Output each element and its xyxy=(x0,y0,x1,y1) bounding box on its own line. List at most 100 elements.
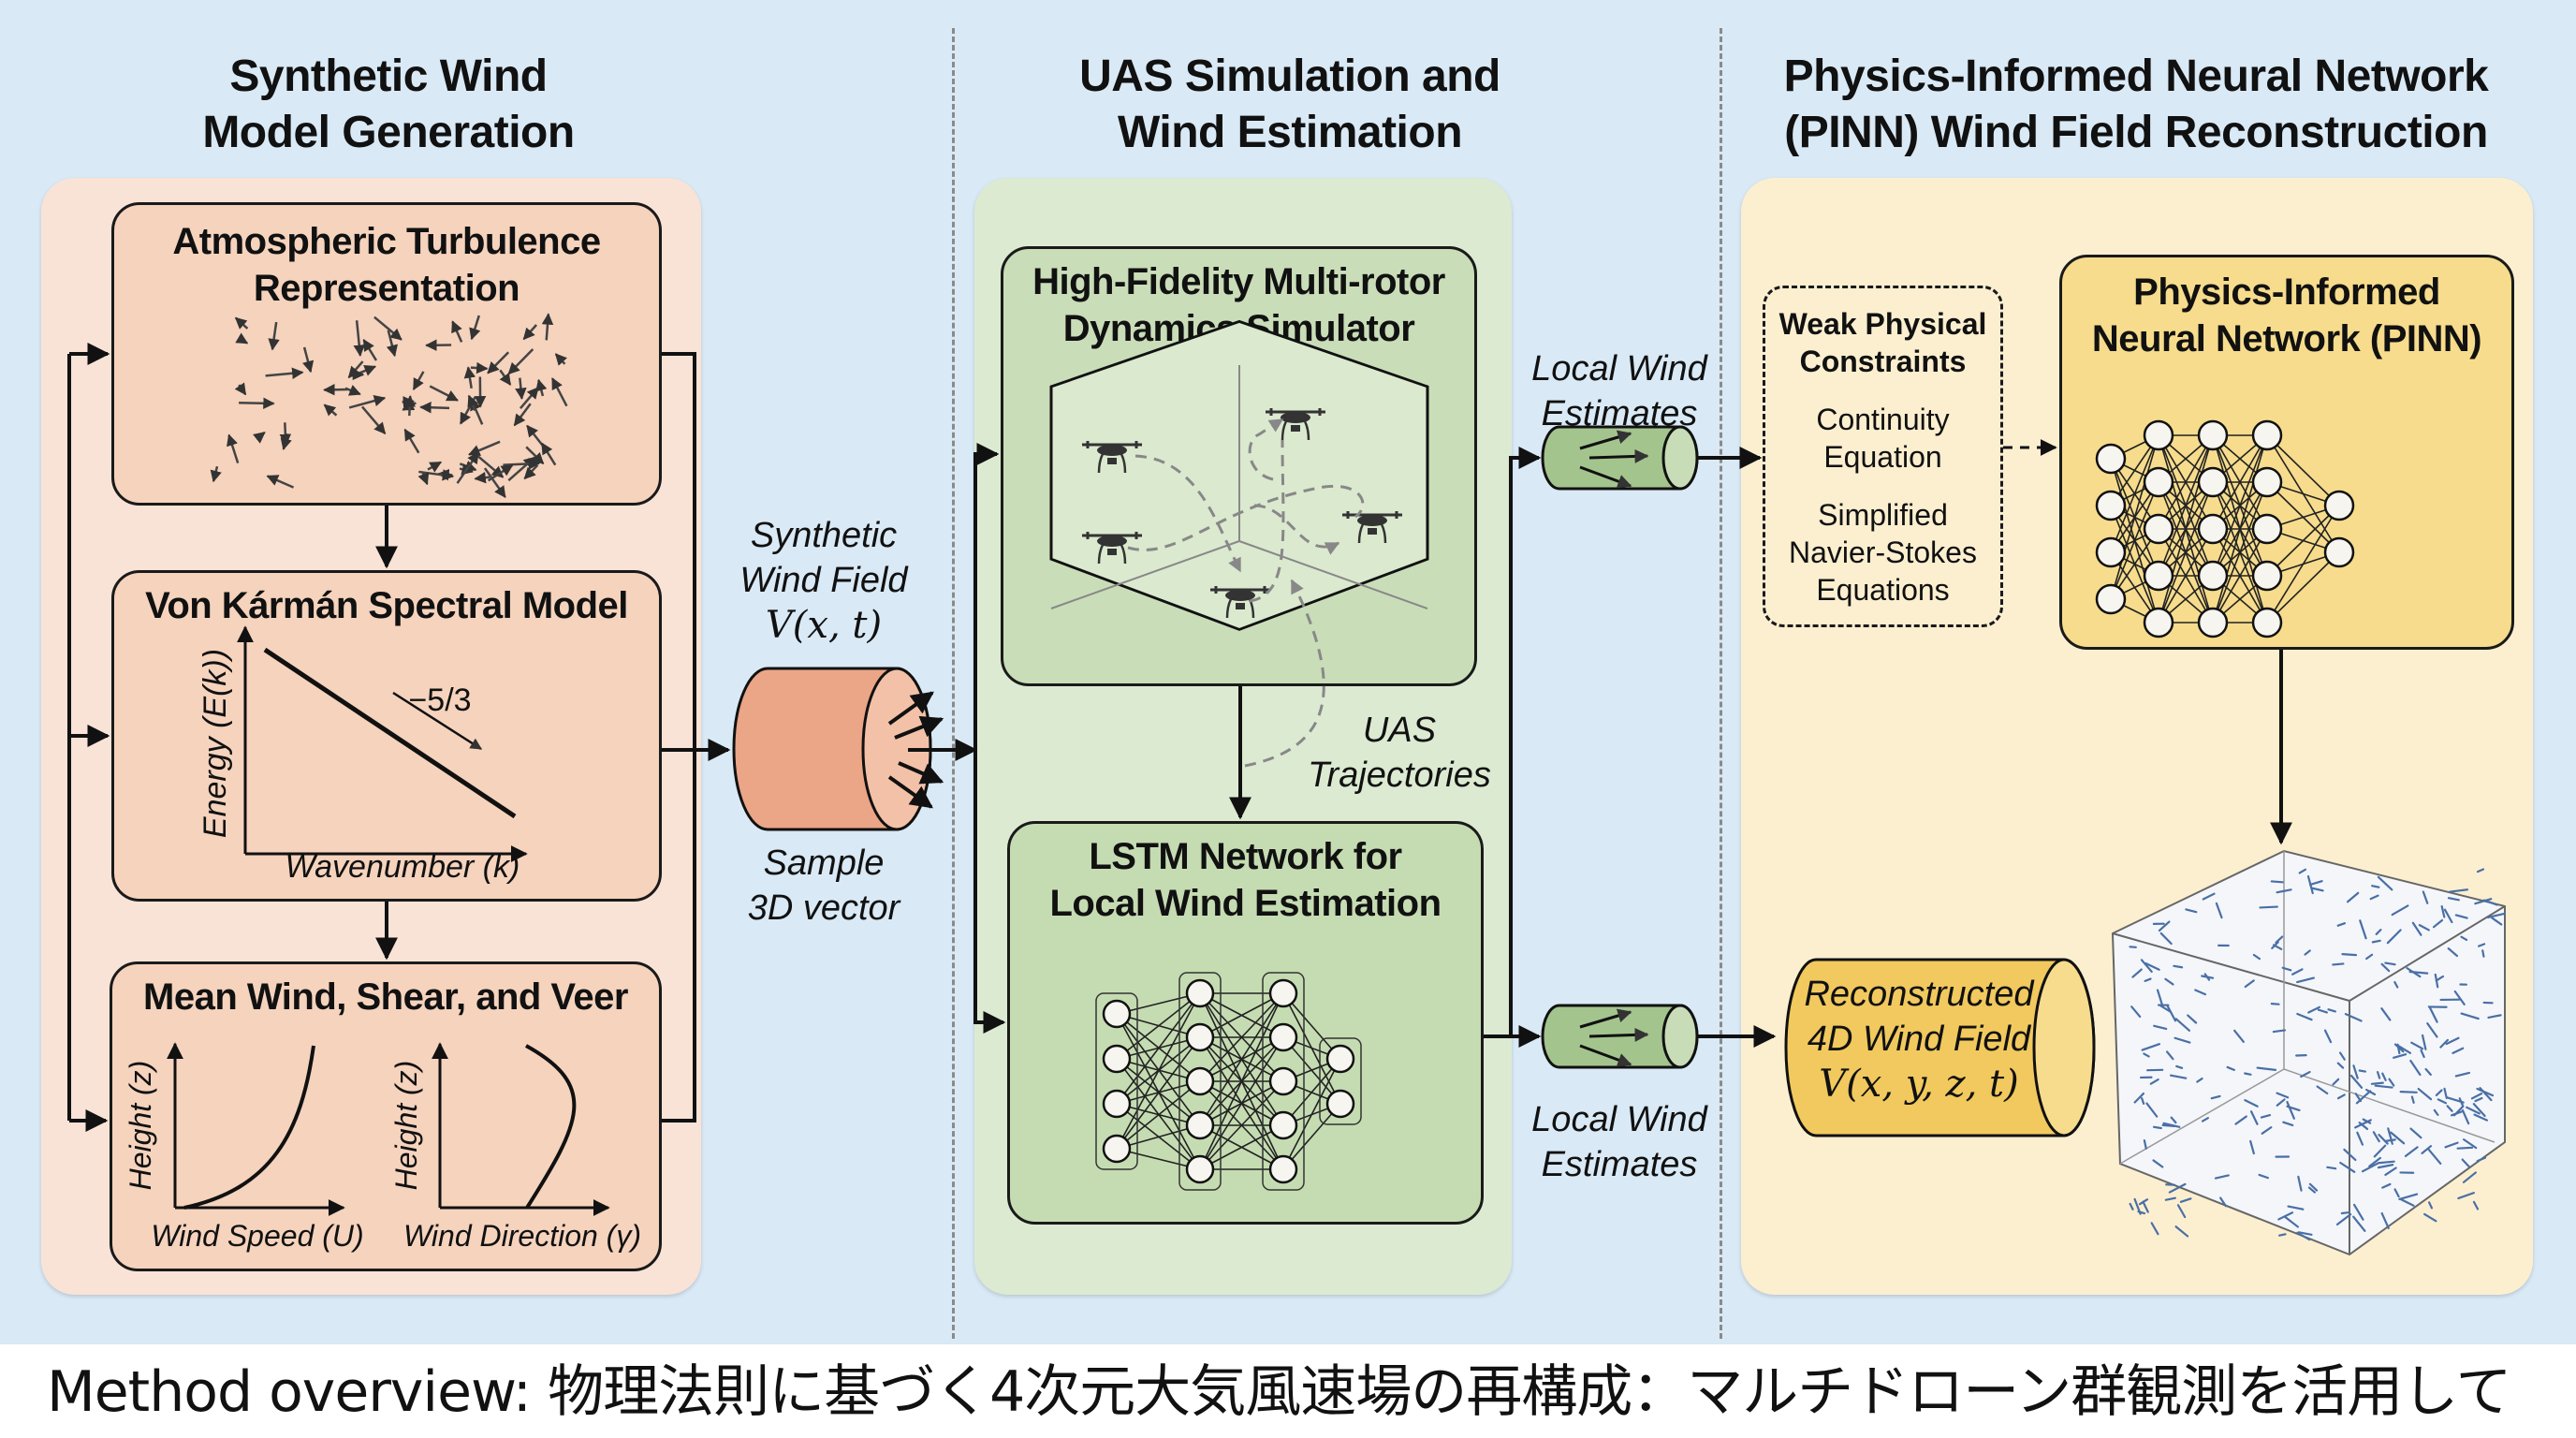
estimate-arrow xyxy=(1588,448,1649,463)
turbulence-arrow xyxy=(513,403,532,427)
wind-vector xyxy=(2176,1204,2187,1219)
wind-vector xyxy=(2233,1029,2245,1043)
wind-vector xyxy=(2361,1162,2380,1173)
wind-vector xyxy=(2372,1131,2380,1143)
network-node xyxy=(2197,419,2229,451)
wind-vector xyxy=(2365,1088,2377,1096)
trajectory-path xyxy=(1249,439,1285,603)
drone-camera xyxy=(1368,528,1377,535)
turbulence-arrow xyxy=(468,440,501,456)
wind-vector xyxy=(2341,953,2358,957)
wind-vector xyxy=(2462,1138,2478,1150)
wind-vector xyxy=(2476,868,2485,873)
pinn-box[interactable]: Physics-Informed Neural Network (PINN) xyxy=(2059,255,2514,650)
wind-vector xyxy=(2259,905,2278,909)
label-line: Local Wind xyxy=(1531,349,1707,389)
wind-vector xyxy=(2298,868,2307,874)
network-edge xyxy=(2266,551,2340,624)
constraints-box[interactable]: Weak Physical Constraints Continuity Equ… xyxy=(1763,286,2003,627)
von-karman-box[interactable]: Von Kármán Spectral Model xyxy=(111,570,662,902)
title-line: Physics-Informed Neural Network xyxy=(1783,51,2489,101)
wind-vector xyxy=(2377,875,2393,891)
cylinder-cap xyxy=(1661,1004,1699,1069)
network-edge xyxy=(2158,528,2214,624)
network-node xyxy=(2143,466,2174,498)
title-line: UAS Simulation and xyxy=(1079,51,1500,101)
network-node xyxy=(1185,978,1215,1008)
turbulence-arrow xyxy=(523,463,539,480)
network-edge xyxy=(1116,1148,1201,1170)
wind-vector xyxy=(2398,1193,2419,1200)
wind-vector xyxy=(2422,890,2429,904)
wind-vector xyxy=(2149,1078,2159,1085)
trajectory-path xyxy=(1244,579,1325,768)
wind-vector xyxy=(2423,1212,2437,1223)
turbulence-arrow xyxy=(265,367,304,379)
turbulence-arrow xyxy=(429,385,459,402)
drone-legs xyxy=(1357,523,1387,544)
wind-vector xyxy=(2144,961,2160,971)
wind-vector xyxy=(2249,1139,2255,1155)
label-line: Reconstructed xyxy=(1804,975,2034,1014)
network-node xyxy=(2143,560,2174,592)
wind-vector xyxy=(2460,935,2468,942)
turbulence-arrow xyxy=(239,397,275,410)
wind-vector xyxy=(2343,1148,2357,1162)
lstm-box[interactable]: LSTM Network for Local Wind Estimation xyxy=(1007,821,1484,1225)
wind-vector xyxy=(2449,888,2469,893)
network-edge xyxy=(1199,992,1284,1126)
cylinder-cap xyxy=(1661,425,1699,491)
wind-vector xyxy=(2170,1074,2188,1079)
speed-profile-curve xyxy=(183,1045,315,1210)
wind-vector xyxy=(2359,919,2367,940)
title-line: Weak Physical xyxy=(1778,307,1987,341)
turbulence-arrow xyxy=(503,458,541,470)
turbulence-arrow xyxy=(419,401,450,414)
spectrum-line xyxy=(263,647,517,819)
network-node xyxy=(2197,513,2229,545)
network-node xyxy=(1268,1110,1298,1140)
turbulence-arrow xyxy=(456,451,479,484)
wind-vector xyxy=(2452,1105,2465,1117)
turbulence-arrow xyxy=(360,405,387,435)
sample-arrow xyxy=(887,775,933,809)
title-line: Synthetic Wind xyxy=(229,51,548,101)
caption-bar: Method overview: 物理法則に基づく4次元大気風速場の再構成：マル… xyxy=(0,1344,2576,1438)
turbulence-arrow xyxy=(487,351,510,374)
network-edge xyxy=(1282,1058,1341,1126)
right-bus-line xyxy=(662,352,696,1123)
turbulence-vector-field xyxy=(210,313,568,498)
cube-vector-field xyxy=(2129,868,2507,1241)
network-node xyxy=(2143,419,2174,451)
network-node xyxy=(1102,1044,1132,1074)
mean-wind-box[interactable]: Mean Wind, Shear, and Veer xyxy=(110,961,662,1271)
turbulence-arrow xyxy=(417,471,430,486)
label-line: Estimates xyxy=(1541,1145,1698,1184)
network-node xyxy=(1268,1066,1298,1096)
slope-arrow xyxy=(392,691,483,751)
turbulence-arrow xyxy=(550,377,568,407)
wind-vector xyxy=(2187,1014,2198,1024)
network-edge xyxy=(2158,434,2214,530)
wind-vector xyxy=(2421,1034,2427,1050)
wind-vector xyxy=(2365,953,2374,961)
wind-vector xyxy=(2152,1125,2162,1130)
network-node xyxy=(2095,443,2127,475)
wind-vector xyxy=(2435,1089,2443,1096)
wind-vector xyxy=(2447,947,2458,958)
wind-vector xyxy=(2390,1131,2406,1145)
wind-vector xyxy=(2368,1156,2381,1167)
wind-vector xyxy=(2358,1122,2369,1131)
network-edge xyxy=(2266,505,2340,577)
wind-vector xyxy=(2380,1211,2390,1230)
wind-vector xyxy=(2323,1029,2333,1044)
cube-back-edges xyxy=(2119,851,2496,1165)
wind-vector xyxy=(2252,953,2261,961)
wind-vector xyxy=(2371,885,2380,888)
network-node xyxy=(2251,466,2283,498)
drone-body xyxy=(1097,536,1127,547)
right-connectors xyxy=(2003,439,2292,845)
wind-vector xyxy=(2487,1014,2502,1020)
wind-vector xyxy=(2281,966,2292,972)
wind-vector xyxy=(2346,891,2360,903)
